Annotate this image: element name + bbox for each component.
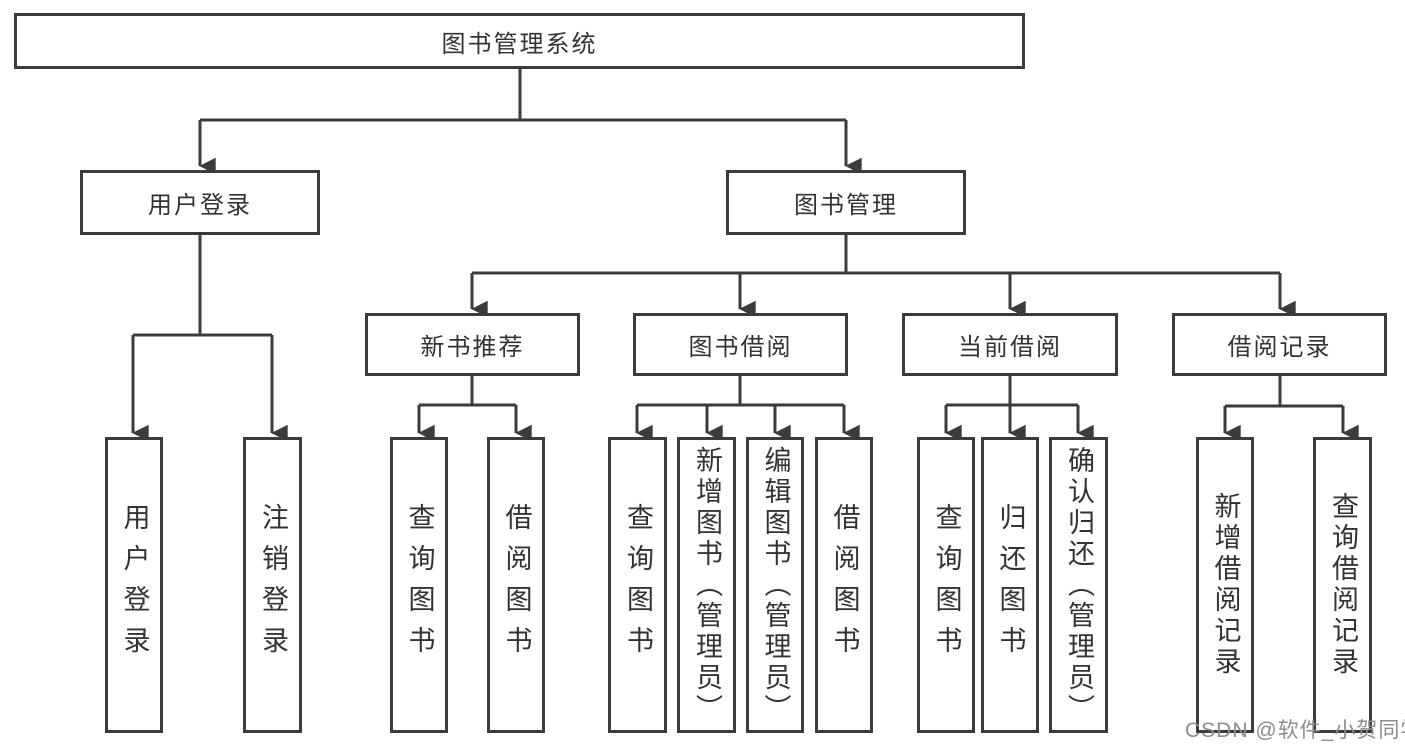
leaf-query-books-recommend: 查询图书	[390, 437, 448, 733]
node-current-borrowing-label: 当前借阅	[958, 334, 1062, 361]
leaf-query-books-current-label: 查询图书	[931, 503, 962, 667]
node-library-management-system: 图书管理系统	[14, 13, 1025, 69]
node-user-login-label: 用户登录	[148, 192, 252, 219]
node-new-book-recommendation: 新书推荐	[365, 313, 580, 376]
node-book-management-label: 图书管理	[794, 192, 898, 219]
leaf-query-books-recommend-label: 查询图书	[404, 503, 435, 667]
watermark: CSDN @软件_小贺同学	[1185, 719, 1405, 742]
leaf-query-books-current: 查询图书	[917, 437, 975, 733]
node-borrowing-records: 借阅记录	[1172, 313, 1387, 376]
leaf-borrow-books-borrowing-label: 借阅图书	[829, 503, 860, 667]
node-book-borrowing-label: 图书借阅	[688, 334, 793, 361]
leaf-borrow-books-recommend-label: 借阅图书	[501, 503, 532, 667]
leaf-edit-book-admin: 编辑图书（管理员）	[746, 437, 804, 733]
leaf-add-borrow-record: 新增借阅记录	[1196, 437, 1254, 733]
leaf-user-login-label: 用户登录	[119, 503, 150, 667]
node-book-borrowing: 图书借阅	[633, 313, 848, 376]
leaf-user-login: 用户登录	[105, 437, 163, 733]
leaf-confirm-return-admin: 确认归还（管理员）	[1049, 437, 1108, 733]
leaf-confirm-return-admin-label: 确认归还（管理员）	[1064, 445, 1094, 725]
leaf-add-book-admin-label: 新增图书（管理员）	[692, 445, 722, 725]
leaf-borrow-books-recommend: 借阅图书	[487, 437, 545, 733]
leaf-query-books-borrowing: 查询图书	[608, 437, 667, 733]
leaf-logout: 注销登录	[243, 437, 302, 733]
leaf-edit-book-admin-label: 编辑图书（管理员）	[760, 445, 791, 725]
node-new-book-recommendation-label: 新书推荐	[420, 334, 525, 361]
node-user-login: 用户登录	[80, 170, 320, 235]
node-library-management-system-label: 图书管理系统	[441, 30, 598, 58]
leaf-borrow-books-borrowing: 借阅图书	[815, 437, 873, 733]
leaf-logout-label: 注销登录	[258, 503, 288, 667]
leaf-query-books-borrowing-label: 查询图书	[623, 503, 653, 667]
leaf-add-book-admin: 新增图书（管理员）	[677, 437, 736, 733]
leaf-add-borrow-record-label: 新增借阅记录	[1210, 492, 1241, 678]
leaf-query-borrow-record: 查询借阅记录	[1313, 437, 1372, 733]
leaf-query-borrow-record-label: 查询借阅记录	[1328, 492, 1358, 678]
node-borrowing-records-label: 借阅记录	[1227, 334, 1332, 361]
node-book-management: 图书管理	[726, 170, 966, 235]
leaf-return-books: 归还图书	[981, 437, 1039, 733]
leaf-return-books-label: 归还图书	[995, 503, 1026, 667]
node-current-borrowing: 当前借阅	[902, 313, 1118, 376]
